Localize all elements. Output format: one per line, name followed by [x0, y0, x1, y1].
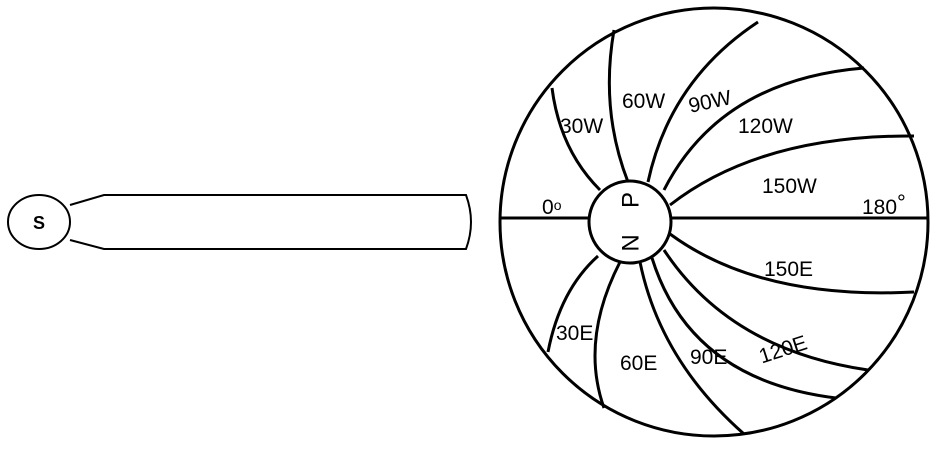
- meridian-60w: [607, 29, 630, 183]
- label-150w: 150W: [762, 175, 817, 198]
- meridian-60e: [638, 261, 745, 436]
- label-180-degrees: 180°: [862, 190, 906, 219]
- meridian-30w: [550, 87, 602, 192]
- meridian-120e: [662, 249, 869, 372]
- label-30w: 30W: [560, 115, 603, 138]
- pointer-assembly: [7, 194, 472, 250]
- label-150e: 150E: [764, 258, 813, 281]
- meridian-150w: [669, 134, 915, 207]
- meridian-90e: [650, 257, 837, 400]
- label-0-degree-mark: o: [554, 197, 562, 213]
- meridian-30e: [593, 261, 622, 409]
- meridian-90w: [646, 20, 759, 183]
- label-0-value: 0: [542, 196, 554, 219]
- pointer-knob-label: S: [33, 213, 45, 233]
- dial-outline: [498, 6, 930, 438]
- label-30e: 30E: [556, 322, 593, 345]
- pole-letter-bottom: N: [617, 234, 644, 251]
- meridian-150e: [669, 232, 915, 295]
- label-0-degrees: 0o: [542, 196, 562, 219]
- meridian-0e: [546, 254, 600, 353]
- label-180-degree-mark: °: [897, 190, 906, 215]
- label-180-value: 180: [862, 196, 897, 219]
- meridian-120w: [662, 66, 865, 191]
- label-90e: 90E: [690, 346, 727, 369]
- pointer-handle: [69, 194, 472, 250]
- label-120w: 120W: [738, 115, 793, 138]
- pointer-knob: [7, 194, 71, 250]
- pole-hub: [587, 179, 673, 265]
- dial: [498, 6, 930, 438]
- label-60w: 60W: [622, 90, 665, 113]
- label-60e: 60E: [620, 352, 657, 375]
- pole-letter-top: P: [617, 192, 644, 208]
